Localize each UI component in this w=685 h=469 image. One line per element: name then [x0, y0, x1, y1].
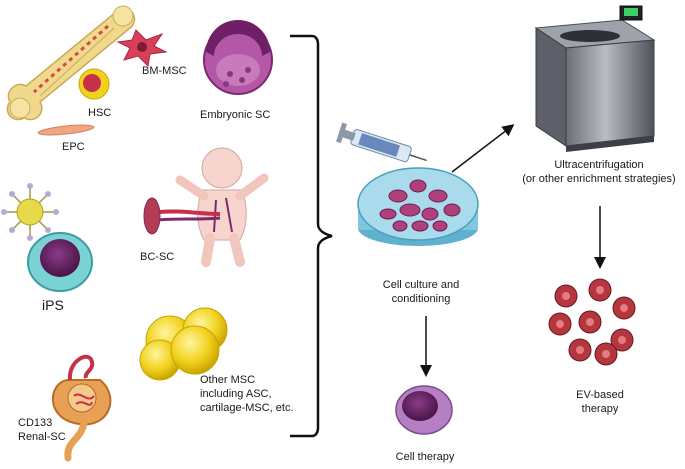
label-renal-sc: CD133 Renal-SC — [18, 416, 66, 444]
culture-line-1: Cell culture and — [382, 279, 460, 291]
label-ev-therapy: EV-based therapy — [560, 388, 640, 416]
ev-line-2: therapy — [581, 403, 619, 415]
other-msc-line-3: cartilage-MSC, etc. — [200, 402, 294, 414]
other-msc-cluster-icon — [139, 307, 228, 381]
label-hsc: HSC — [88, 107, 112, 119]
ultracentrifuge-icon — [534, 5, 656, 152]
label-bm-msc: BM-MSC — [142, 65, 187, 77]
source-bracket — [290, 34, 333, 438]
ev-line-1: EV-based — [576, 389, 624, 401]
syringe-icon — [336, 122, 427, 163]
label-cell-therapy: Cell therapy — [395, 451, 455, 463]
label-other-msc: Other MSC including ASC, cartilage-MSC, … — [200, 373, 294, 415]
label-ips: iPS — [42, 297, 64, 313]
ultra-line-2: (or other enrichment strategies) — [522, 173, 676, 185]
extracellular-vesicles-icon — [548, 278, 636, 366]
hsc-cell-icon — [78, 68, 110, 100]
petri-dish-icon — [357, 167, 479, 246]
ultra-line-1: Ultracentrifugation — [554, 159, 644, 171]
renal-line-1: CD133 — [18, 417, 53, 429]
label-epc: EPC — [62, 141, 85, 153]
therapy-cell-icon — [395, 385, 453, 435]
arrow-to-ultracentrifuge — [451, 124, 515, 173]
label-embryonic-sc: Embryonic SC — [200, 109, 271, 121]
bone-icon — [6, 5, 136, 121]
label-ultracentrifugation: Ultracentrifugation (or other enrichment… — [516, 158, 682, 186]
kidney-nephron-icon — [52, 354, 112, 462]
culture-line-2: conditioning — [391, 293, 451, 305]
label-cell-culture: Cell culture and conditioning — [372, 278, 470, 306]
other-msc-line-1: Other MSC — [200, 374, 256, 386]
renal-line-2: Renal-SC — [18, 431, 66, 443]
label-bc-sc: BC-SC — [140, 251, 175, 263]
bm-msc-cell-icon — [116, 29, 168, 68]
other-msc-line-2: including ASC, — [200, 388, 272, 400]
virus-particle-icon — [1, 183, 59, 241]
embryonic-blastocyst-icon — [203, 20, 273, 95]
newborn-cord-blood-icon — [143, 147, 269, 267]
ips-cell-icon — [27, 232, 93, 292]
epc-cell-icon — [37, 124, 95, 136]
